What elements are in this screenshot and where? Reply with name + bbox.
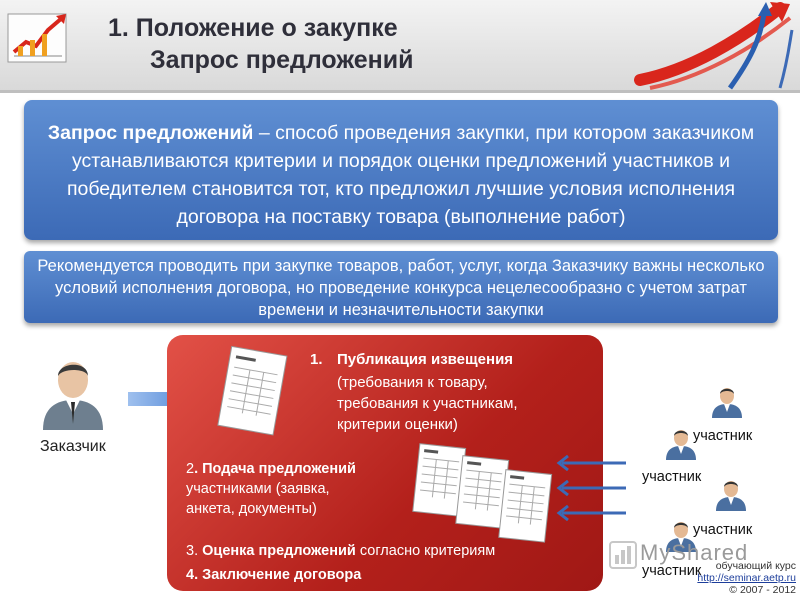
arrow-left-icon <box>556 505 626 521</box>
step1-detail-line: критерии оценки) <box>337 416 458 433</box>
step1-detail-line: требования к участникам, <box>337 395 518 412</box>
step1-detail-line: (требования к товару, <box>337 374 488 391</box>
step2-detail-line: анкета, документы) <box>186 501 317 517</box>
step2-detail-line: участниками (заявка, <box>186 481 330 497</box>
step3-title: Оценка предложений <box>202 543 356 559</box>
watermark-logo-icon <box>609 541 637 569</box>
footer-course: обучающий курс <box>715 560 796 572</box>
recommendation-text: Рекомендуется проводить при закупке това… <box>37 257 765 319</box>
step4-block: 4. Заключение договора <box>186 567 362 583</box>
page-subtitle: Запрос предложений <box>150 46 414 74</box>
step2-title: . Подача предложений <box>194 461 356 477</box>
step3-block: 3. Оценка предложений согласно критериям <box>186 543 495 559</box>
participant-label: участник <box>693 522 753 538</box>
step1-number: 1. <box>310 351 323 368</box>
participant-icon <box>716 481 746 511</box>
document-icon <box>498 469 553 543</box>
growth-chart-icon <box>7 13 67 63</box>
recommendation-box: Рекомендуется проводить при закупке това… <box>24 251 778 323</box>
participant-icon <box>666 522 696 552</box>
arrow-left-icon <box>556 455 626 471</box>
definition-text: – способ проведения закупки, при котором… <box>66 122 755 228</box>
step2-number: 2 <box>186 461 195 477</box>
footer: обучающий курс http://seminar.aetp.ru © … <box>697 560 796 596</box>
participant-icon <box>666 430 696 460</box>
step3-number: 3. <box>186 543 203 559</box>
document-icon <box>412 443 467 517</box>
step3-rest: согласно критериям <box>355 543 496 559</box>
arrow-left-icon <box>556 480 626 496</box>
watermark-text: MyShared <box>640 540 749 565</box>
definition-term: Запрос предложений <box>47 122 254 144</box>
step1-title: Публикация извещения <box>337 351 514 368</box>
header-bar: 1. Положение о закупке Запрос предложени… <box>0 0 800 93</box>
decorative-swoosh-icon <box>634 2 794 90</box>
businessman-icon <box>43 362 103 430</box>
participant-icon <box>712 388 742 418</box>
step1-details: (требования к товару, требования к участ… <box>337 372 518 435</box>
participant-label: участник <box>642 563 702 579</box>
step2-block: 2. Подача предложений участниками (заявк… <box>186 459 356 519</box>
participant-label: участник <box>693 428 753 444</box>
footer-link[interactable]: http://seminar.aetp.ru <box>697 572 796 584</box>
document-icon <box>217 345 288 436</box>
customer-label: Заказчик <box>40 438 106 455</box>
definition-box: Запрос предложений – способ проведения з… <box>24 100 778 240</box>
page-title: 1. Положение о закупке <box>108 14 398 42</box>
footer-copyright: © 2007 - 2012 <box>729 584 796 596</box>
participant-label: участник <box>642 469 702 485</box>
